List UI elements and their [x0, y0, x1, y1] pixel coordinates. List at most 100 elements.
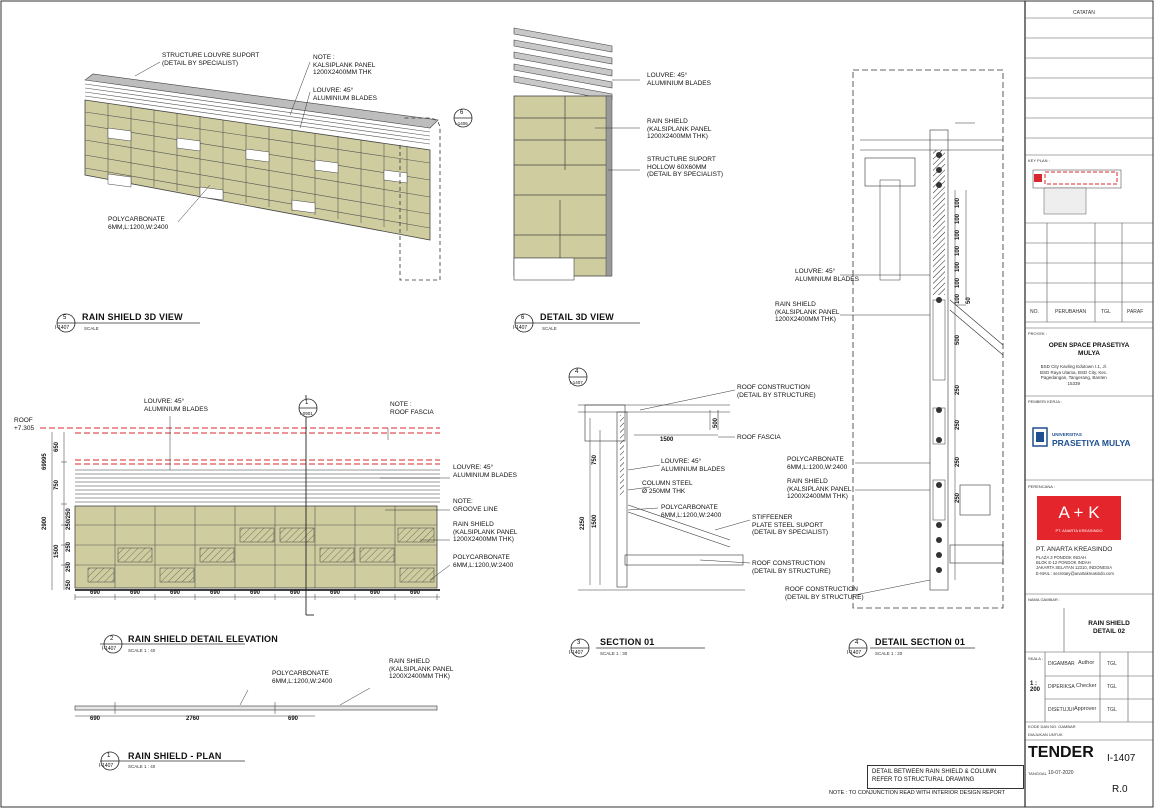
callout6-ref: I-1406	[455, 121, 468, 126]
tb-author: Author	[1078, 660, 1095, 666]
v2-roof-level: ROOF +7.305	[14, 417, 35, 432]
tb-univ-small: UNIVERSITAS	[1052, 432, 1082, 437]
elev-dim-total: 2900	[42, 516, 48, 530]
plan-dim-3: 690	[288, 716, 299, 722]
elev-dim-5: 690	[250, 590, 261, 596]
elev-dim-4: 690	[210, 590, 221, 596]
sec4-dim-4: 100	[955, 245, 961, 256]
detail-section-01	[840, 69, 1004, 649]
key-plan	[1032, 169, 1122, 215]
elev-dim-7: 690	[330, 590, 341, 596]
tb-date: 10-07-2020	[1048, 770, 1074, 776]
v4-rain2-label: RAIN SHIELD (KALSIPLANK PANEL 1200X2400M…	[787, 478, 852, 500]
tb-project-name: OPEN SPACE PRASETIYA MULYA	[1048, 342, 1130, 357]
tb-tgl-2: TGL	[1107, 684, 1117, 690]
v2-poly-label: POLYCARBONATE 6MM,L:1200,W:2400	[453, 554, 514, 569]
view-bubbles	[56, 108, 868, 771]
v5-louvre-label: LOUVRE: 45° ALUMINIUM BLADES	[313, 87, 377, 102]
sec4-dim-7: 100	[955, 293, 961, 304]
ak-logo: A + K PT. ANARTA KREASINDO	[1037, 496, 1121, 540]
view1-ref: I-1407	[99, 763, 114, 769]
v3-poly-label: POLYCARBONATE 6MM,L:1200,W:2400	[661, 504, 722, 519]
elev-dim-9: 690	[410, 590, 421, 596]
tb-revision: R.0	[1112, 784, 1128, 795]
view2-num: 2	[110, 636, 114, 642]
v3-fascia-label: ROOF FASCIA	[737, 434, 781, 441]
sec4-dim-9: 500	[955, 334, 961, 345]
view1-num: 1	[107, 753, 111, 759]
sec3-dim-4: 2250	[580, 516, 586, 530]
v6-louvre-label: LOUVRE: 45° ALUMINIUM BLADES	[647, 72, 711, 87]
tb-firm-name: PT. ANARTA KREASINDO	[1036, 546, 1113, 553]
tb-rev-tgl: TGL	[1101, 309, 1111, 315]
ak-logo-text: A + K	[1058, 503, 1100, 522]
v6-structure-label: STRUCTURE SUPORT HOLLOW 60X60mm (DETAIL …	[647, 156, 724, 178]
tb-rev-paraf: PARAF	[1127, 309, 1144, 315]
structural-note: DETAIL BETWEEN RAIN SHIELD & COLUMN REFE…	[872, 769, 997, 783]
tb-nama-label: NAMA GAMBAR :	[1028, 597, 1061, 602]
view6-ref: I-1407	[513, 325, 528, 331]
callout4-num: 4	[575, 369, 579, 375]
sec3-dim-3: 750	[592, 454, 598, 465]
tb-status: TENDER	[1028, 744, 1094, 761]
section-01	[578, 389, 751, 649]
v3-roof-construction2-label: ROOF CONSTRUCTION (DETAIL BY STRUCTURE)	[752, 560, 831, 575]
title-block-grid	[1025, 17, 1153, 741]
tb-diperiksa: DIPERIKSA	[1048, 684, 1075, 690]
v3-louvre-label: LOUVRE: 45° ALUMINIUM BLADES	[661, 458, 725, 473]
v4-rain-label: RAIN SHIELD (KALSIPLANK PANEL 1200X2400M…	[775, 301, 840, 323]
sec4-dim-1: 100	[955, 197, 961, 208]
tb-disetujui: DISETUJUI	[1048, 707, 1074, 713]
sec4-dim-10: 250	[955, 384, 961, 395]
plan-dim-2: 2760	[186, 716, 200, 722]
tb-drawing-name: RAIN SHIELD DETAIL 02	[1088, 620, 1130, 635]
tb-kode-label: KODE DAN NO. GAMBAR	[1028, 724, 1076, 729]
elev-dim-d: 250/250	[66, 508, 72, 530]
tb-tgl-1: TGL	[1107, 661, 1117, 667]
rain-shield-plan	[74, 687, 438, 762]
v2-louvre-right-label: LOUVRE: 45° ALUMINIUM BLADES	[453, 464, 517, 479]
elev-dim-roof: 69995	[42, 453, 48, 470]
view5-title: RAIN SHIELD 3D VIEW	[82, 312, 183, 322]
tb-digambar: DIGAMBAR	[1048, 661, 1075, 667]
v5-poly-label: POLYCARBONATE 6MM,L:1200,W:2400	[108, 216, 169, 231]
v5-note-label: NOTE : KALSIPLANK PANEL 1200X2400MM THK	[313, 54, 376, 76]
v3-stiffener-label: STIFFEENER PLATE STEEL SUPORT (DETAIL BY…	[752, 514, 829, 536]
v1-rain-label: RAIN SHIELD (KALSIPLANK PANEL 1200X2400M…	[389, 658, 454, 680]
view6-title: DETAIL 3D VIEW	[540, 312, 614, 322]
tb-tgl-3: TGL	[1107, 707, 1117, 713]
detail-3d-view	[513, 27, 640, 324]
view4-ref: I-1407	[847, 650, 862, 656]
v4-poly-label: POLYCARBONATE 6MM,L:1200,W:2400	[787, 456, 848, 471]
sec3-dim-1: 1500	[660, 437, 674, 443]
view5-num: 5	[63, 315, 67, 321]
tb-diajukan-label: DIAJUKAN UNTUK	[1028, 732, 1063, 737]
view5-ref: I-1407	[55, 325, 70, 331]
tb-approver: Approver	[1074, 706, 1097, 712]
elev-dim-c: 1500	[54, 544, 60, 558]
view2-ref: I-1407	[102, 646, 117, 652]
elev-dim-8: 690	[370, 590, 381, 596]
structural-note-box: DETAIL BETWEEN RAIN SHIELD & COLUMN REFE…	[867, 765, 1024, 789]
elev-dim-2: 690	[130, 590, 141, 596]
v2-fascia-note: NOTE : ROOF FASCIA	[390, 401, 434, 416]
callout4-ref: I-1407	[570, 380, 583, 385]
tb-proyek-label: PROYEK :	[1028, 331, 1047, 336]
view3-title: SECTION 01	[600, 637, 655, 647]
view2-scale: SCALE 1 : 40	[128, 648, 156, 653]
v1-poly-label: POLYCARBONATE 6MM,L:1200,W:2400	[272, 670, 333, 685]
sec3-dim-5: 1500	[592, 514, 598, 528]
tb-rev-no: NO.	[1030, 309, 1039, 315]
sec4-dim-3: 100	[955, 229, 961, 240]
tb-univ-name: PRASETIYA MULYA	[1052, 438, 1131, 448]
sec4-dim-13: 250	[955, 492, 961, 503]
v2-rain-label: RAIN SHIELD (KALSIPLANK PANEL 1200X2400M…	[453, 521, 518, 543]
view3-scale: SCALE 1 : 30	[600, 651, 628, 656]
view1-title: RAIN SHIELD - PLAN	[128, 751, 222, 761]
rain-shield-3d-view	[60, 61, 441, 324]
tb-checker: Checker	[1076, 683, 1097, 689]
sec4-dim-12: 250	[955, 456, 961, 467]
elev-dim-a: 650	[54, 441, 60, 452]
tb-firm-address: PLAZA 3 PONDOK INDAH BLOK E-12 PONDOK IN…	[1036, 555, 1114, 576]
